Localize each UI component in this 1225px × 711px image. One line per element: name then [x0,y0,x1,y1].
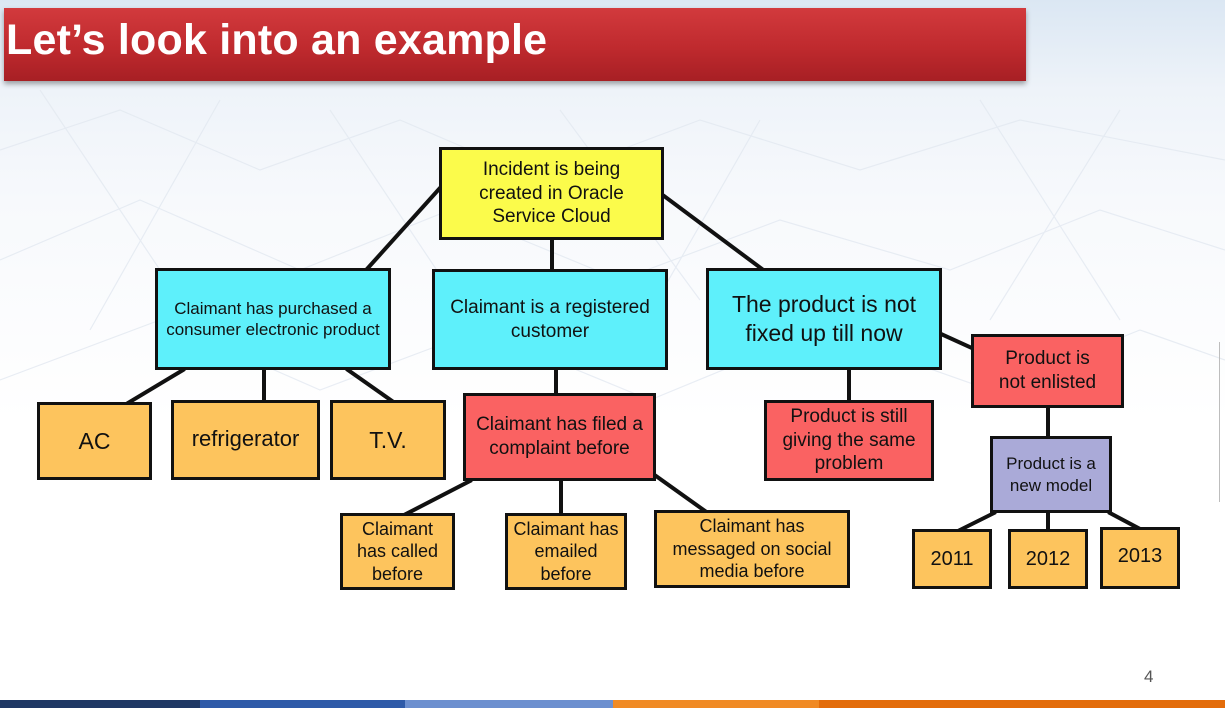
root-node: Incident is being created in Oracle Serv… [439,147,664,240]
ac-node: AC [37,402,152,480]
still-problem-node: Product is still giving the same problem [764,400,934,481]
purchased-node: Claimant has purchased a consumer electr… [155,268,391,370]
not-fixed-node: The product is not fixed up till now [706,268,942,370]
connector-line [345,367,395,404]
connector-line [661,193,765,272]
complaint-node: Claimant has filed a complaint before [463,393,656,481]
band-segment [405,700,613,708]
band-segment [200,700,405,708]
connector-line [1107,510,1143,532]
year-2011-node: 2011 [912,529,992,589]
new-model-node: Product is a new model [990,436,1112,513]
connector-line [364,185,443,272]
bottom-color-band [0,700,1225,708]
connector-line [125,367,186,406]
connector-line [938,331,977,352]
title-bar [4,8,1026,81]
refrigerator-node: refrigerator [171,400,320,480]
band-segment [0,700,200,708]
not-enlisted-node: Product is not enlisted [971,334,1124,408]
tv-node: T.V. [330,400,446,480]
called-node: Claimant has called before [340,513,455,590]
connector-line [653,473,708,514]
social-node: Claimant has messaged on social media be… [654,510,850,588]
scroll-edge [1219,342,1225,502]
year-2012-node: 2012 [1008,529,1088,589]
connector-line [957,510,997,533]
emailed-node: Claimant has emailed before [505,513,627,590]
registered-node: Claimant is a registered customer [432,269,668,370]
connector-line [403,478,473,517]
band-segment [613,700,819,708]
slide-title: Let’s look into an example [6,16,548,64]
year-2013-node: 2013 [1100,527,1180,589]
band-segment [819,700,1225,708]
page-number: 4 [1144,667,1154,686]
